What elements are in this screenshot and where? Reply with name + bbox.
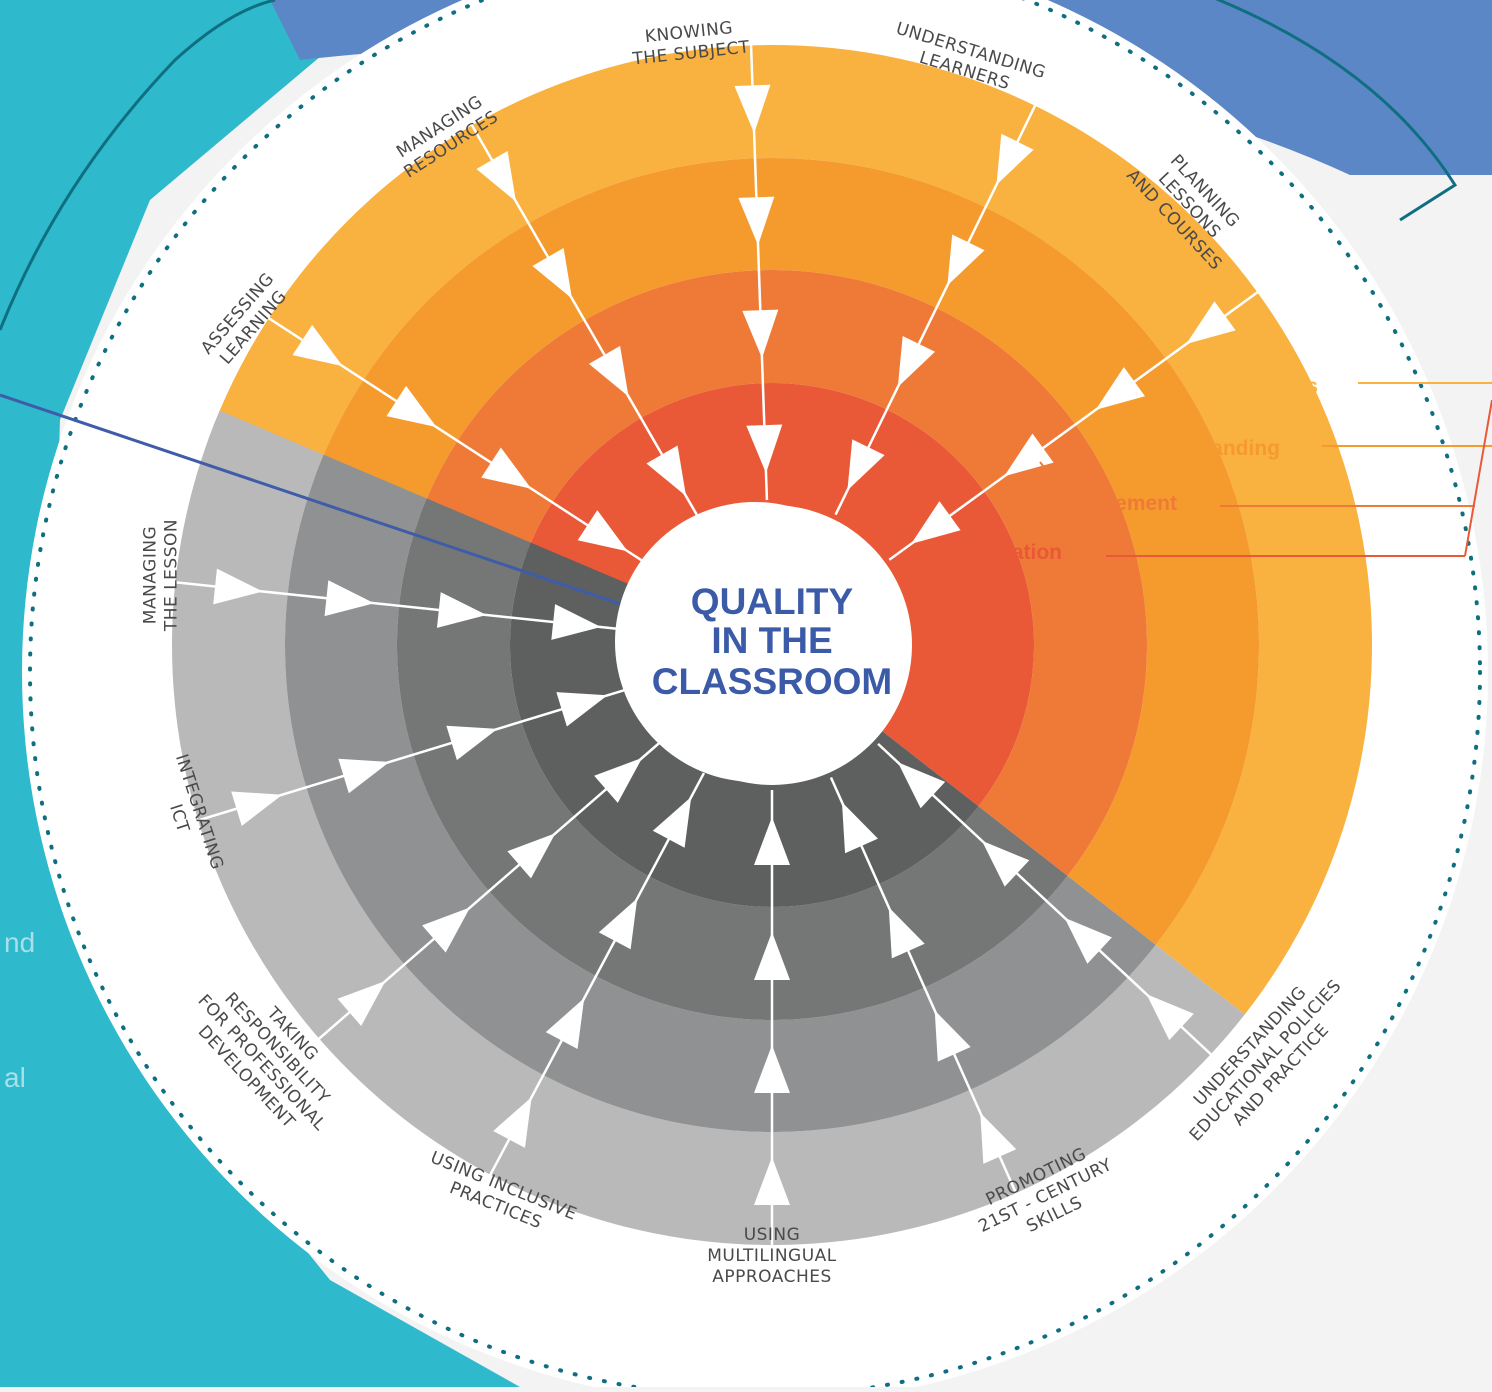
level-label-awareness: Awareness — [1207, 375, 1318, 398]
segment-label-managing-the-lesson-line-1: MANAGING — [141, 526, 161, 624]
center-title-line-3: CLASSROOM — [652, 661, 893, 702]
side-text-fragment-2: al — [4, 1062, 26, 1093]
level-label-engagement: Engagement — [1051, 492, 1177, 515]
center-title-line-1: QUALITY — [691, 581, 854, 622]
level-label-understanding: Understanding — [1132, 437, 1280, 460]
segment-label-managing-the-lesson-line-2: THE LESSON — [162, 519, 182, 632]
segment-label-multilingual-line-2: MULTILINGUAL — [707, 1246, 837, 1266]
segment-label-multilingual-line-1: USING — [744, 1225, 801, 1245]
side-text-fragment-1: nd — [4, 927, 35, 958]
level-label-integration: Integration — [954, 541, 1063, 564]
center-title-line-2: IN THE — [711, 620, 832, 661]
segment-label-multilingual-line-3: APPROACHES — [712, 1267, 832, 1287]
